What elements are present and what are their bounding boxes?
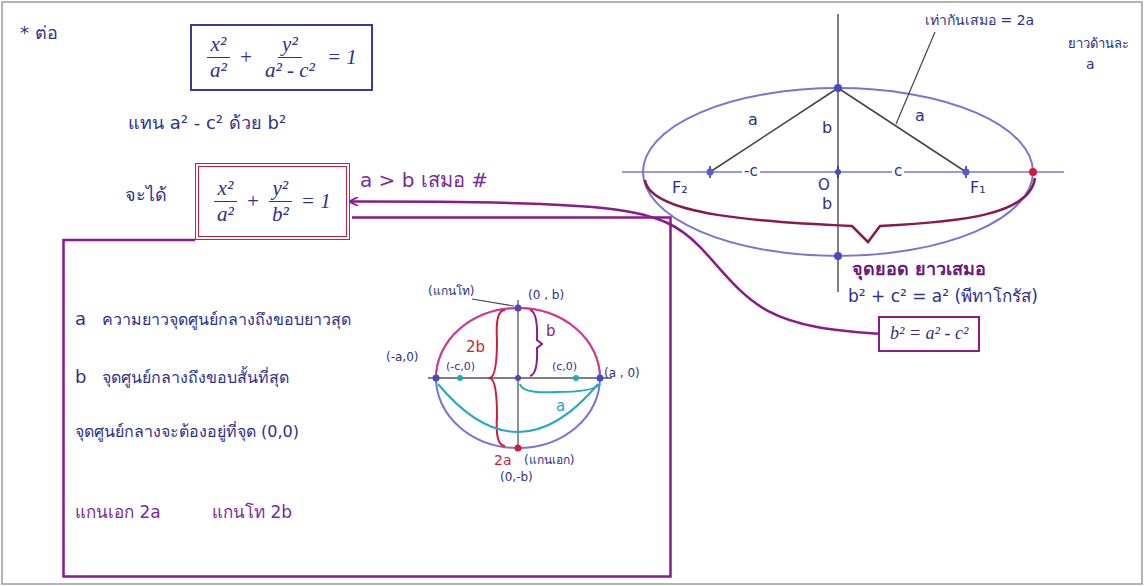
equation-term: + [246, 189, 260, 214]
length-label: a [748, 110, 758, 129]
definition-text: จุดศูนย์กลางถึงขอบสั้นที่สุด [102, 368, 289, 387]
ellipse-arc [436, 308, 600, 378]
vertex-dot [515, 305, 522, 312]
definition-text: จุดศูนย์กลางจะต้องอยู่ที่จุด (0,0) [75, 422, 299, 441]
callout-text: a [1086, 56, 1095, 73]
minor-axis [837, 14, 839, 292]
numerator: y² [269, 176, 293, 202]
focus-dot [573, 375, 579, 381]
definition-text: แกนโท 2b [212, 502, 292, 522]
focal-line [710, 88, 838, 172]
fraction: y²b² [268, 176, 293, 227]
fraction: x²a² [206, 32, 231, 83]
leader-line [472, 299, 514, 306]
equation-text: b² = a² - c² [890, 323, 968, 343]
point-label: (a , 0) [604, 366, 640, 380]
identity-box: b² = a² - c² [878, 316, 980, 352]
vertex-dot [1029, 168, 1037, 176]
vertex-dot [515, 445, 522, 452]
callout-text: เท่ากันเสมอ = 2a [925, 12, 1034, 29]
numerator: y² [278, 32, 302, 58]
equation-term: + [239, 45, 253, 70]
callout-text: ยาวด้านละ [1068, 36, 1129, 52]
focus-label: F₁ [970, 178, 986, 197]
equation-text: b² + c² = a² (พีทาโกรัส) [848, 286, 1038, 306]
vertex-dot [834, 84, 842, 92]
vertex-dot [433, 375, 440, 382]
denominator: b² [268, 202, 293, 227]
vertex-dot [597, 375, 604, 382]
focus-label: F₂ [672, 178, 688, 197]
equation-term: = 1 [301, 189, 331, 214]
length-label: a [556, 397, 565, 415]
note-heading: * ต่อ [20, 22, 58, 44]
fraction: x²a² [213, 176, 238, 227]
point-label: (0 , b) [528, 288, 564, 302]
ellipse-outline [436, 308, 600, 448]
connector-arrow [350, 202, 878, 334]
denominator: a² [213, 202, 238, 227]
vertex-dot [834, 252, 842, 260]
note-text: จะได้ [125, 184, 167, 206]
fraction: y²a² - c² [261, 32, 319, 83]
point-label: (-c,0) [446, 360, 475, 373]
term-symbol: b [75, 366, 86, 388]
brace [645, 178, 1035, 242]
point-label: (c,0) [552, 360, 577, 373]
brace [490, 310, 505, 446]
denominator: a² [206, 58, 231, 83]
center-dot [835, 169, 841, 175]
vertex-note: จุดยอด ยาวเสมอ [852, 258, 986, 280]
length-label: b [822, 118, 832, 137]
panel-outline [64, 218, 671, 577]
term-symbol: a [75, 308, 86, 330]
focus-dot [457, 375, 463, 381]
length-label: c [892, 162, 904, 180]
definition-text: ความยาวจุดศูนย์กลางถึงขอบยาวสุด [102, 310, 351, 329]
numerator: x² [214, 176, 238, 202]
note-text: แทน a² - c² ด้วย b² [128, 112, 286, 134]
axis-label: (แกนเอก) [524, 453, 574, 467]
focus-dot [963, 169, 970, 176]
equation-term: = 1 [327, 45, 357, 70]
equation-box: x²a² + y²a² - c² = 1 [190, 24, 373, 91]
bracket [520, 384, 600, 392]
brace [530, 310, 542, 376]
major-axis [622, 171, 1064, 173]
axis-label: (แกนโท) [428, 284, 474, 298]
panel-outline [62, 216, 672, 578]
origin-label: O [818, 176, 830, 194]
length-label: 2a [494, 452, 512, 469]
result-box: x²a² + y²b² = 1 [195, 163, 350, 240]
focal-line [838, 88, 966, 172]
point-label: (-a,0) [386, 350, 419, 364]
focus-dot [707, 169, 714, 176]
note-text: a > b เสมอ # [360, 168, 488, 192]
length-label: 2b [466, 338, 485, 356]
length-label: -c [742, 162, 760, 180]
numerator: x² [207, 32, 231, 58]
summary-panel: a ความยาวจุดศูนย์กลางถึงขอบยาวสุด b จุดศูนย… [62, 216, 672, 578]
bracket [438, 384, 598, 432]
length-label: b [822, 194, 832, 213]
denominator: a² - c² [261, 58, 319, 83]
length-label: a [915, 106, 925, 125]
length-label: b [546, 322, 556, 340]
center-dot [515, 375, 521, 381]
ellipse-outline [643, 88, 1033, 256]
definition-text: แกนเอก 2a [75, 502, 161, 522]
point-label: (0,-b) [500, 470, 533, 484]
